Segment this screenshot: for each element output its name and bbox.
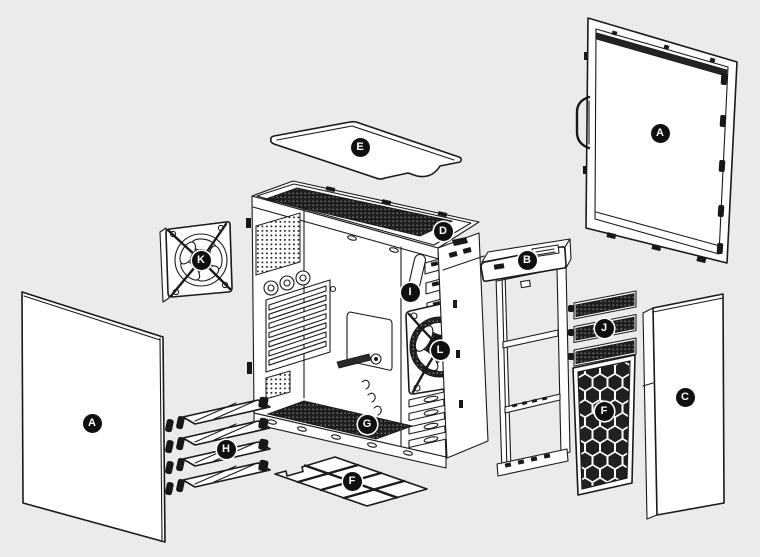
rear-fan-vent	[255, 212, 301, 276]
part-front-door	[642, 293, 725, 520]
frame-crossbar	[504, 393, 561, 414]
cpu-cutout	[346, 311, 393, 371]
hdd-bays	[408, 389, 454, 449]
drive-tray	[165, 396, 271, 433]
label-badge-bay-covers: J	[594, 318, 614, 338]
part-front-frame	[480, 238, 572, 477]
panel-handle	[575, 95, 591, 150]
drive-tray	[165, 459, 271, 496]
expansion-slots	[265, 279, 331, 373]
bay-cover	[568, 290, 637, 320]
label-badge-front-fan: L	[430, 340, 450, 360]
label-badge-drive-trays: H	[216, 439, 236, 459]
chassis-bottom-rail	[253, 412, 447, 469]
psu-floor-vent	[266, 400, 414, 440]
label-badge-top-front-corner: D	[433, 221, 453, 241]
part-drive-trays	[165, 396, 271, 496]
label-badge-side-panel-right: A	[650, 123, 670, 143]
frame-top-cap	[480, 238, 572, 289]
chassis-front-edge	[437, 232, 489, 459]
part-chassis	[246, 180, 489, 469]
frame-crossbar	[502, 329, 559, 349]
label-badge-front-filter: F	[594, 401, 614, 421]
part-front-filter	[572, 354, 636, 496]
label-badge-drive-bays: I	[400, 282, 420, 302]
rear-lower-vent	[265, 370, 291, 400]
label-badge-top-cover: E	[350, 137, 370, 157]
label-badge-side-panel-left: A	[82, 413, 102, 433]
bay-cover	[568, 337, 637, 367]
chassis-top-mesh	[264, 187, 454, 237]
watercooling-grommets	[263, 270, 311, 296]
label-badge-front-door: C	[675, 387, 695, 407]
drive-tray	[165, 417, 271, 454]
panel-clips	[716, 72, 728, 255]
label-badge-front-frame: B	[517, 250, 537, 270]
label-badge-bottom-filter: F	[342, 471, 362, 491]
chassis-rear-wall	[255, 209, 331, 400]
label-badge-rear-fan: K	[191, 250, 211, 270]
label-badge-psu-vent: G	[357, 414, 377, 434]
